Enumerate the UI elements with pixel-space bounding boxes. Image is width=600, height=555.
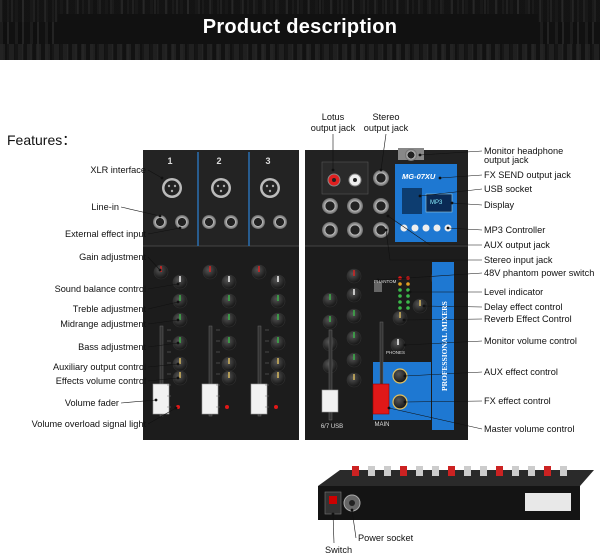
phones-label: PHONES	[386, 350, 406, 355]
rear-view-mixer	[318, 466, 594, 520]
left-channel-strips	[152, 178, 287, 417]
display-text: MP3	[430, 200, 443, 206]
callout-monitor-headphone-1: Monitor headphone	[484, 146, 564, 156]
main-fader-label: MAIN	[374, 422, 390, 428]
callout-delay-effect: Delay effect control	[484, 302, 563, 312]
callout-power-socket: Power socket	[358, 533, 414, 543]
page-title: Product description	[202, 16, 398, 38]
callout-monitor-headphone-2: output jack	[484, 155, 529, 165]
callout-volume-fader: Volume fader	[64, 398, 119, 408]
features-heading: Features：	[7, 132, 77, 148]
fader-knob[interactable]	[250, 383, 268, 415]
callout-treble: Treble adjustment	[72, 304, 146, 314]
callout-switch: Switch	[325, 545, 353, 555]
line-jack[interactable]	[202, 215, 216, 229]
ins-jack[interactable]	[175, 215, 189, 229]
header-banner: Product description	[0, 0, 600, 60]
callout-48v-phantom: 48V phantom power switch	[484, 268, 595, 278]
channel-number-2: 2	[216, 156, 222, 166]
callout-display: Display	[484, 200, 515, 210]
callout-master-volume: Master volume control	[484, 424, 575, 434]
callout-effects-volume: Effects volume control	[55, 376, 146, 386]
callout-sound-balance: Sound balance control	[54, 284, 146, 294]
level-indicator-leds	[398, 276, 410, 310]
channel-number-1: 1	[167, 156, 173, 166]
callout-stereo-input: Stereo input jack	[484, 255, 553, 265]
ins-jack[interactable]	[224, 215, 238, 229]
callout-fx-effect: FX effect control	[484, 396, 551, 406]
fader-knob[interactable]	[201, 383, 219, 415]
vertical-brand-text: PROFESSIONAL MIXERS	[440, 301, 449, 391]
callout-aux-effect: AUX effect control	[484, 367, 558, 377]
callout-bass: Bass adjustment	[78, 342, 146, 352]
callout-mp3-controller: MP3 Controller	[484, 225, 546, 235]
callout-midrange: Midrange adjustment	[60, 319, 146, 329]
callout-lotus-1: Lotus	[321, 112, 345, 122]
line-jack[interactable]	[251, 215, 265, 229]
line-jack[interactable]	[153, 215, 167, 229]
channel-fader-knob[interactable]	[321, 389, 339, 413]
right-knobs	[322, 268, 446, 388]
callout-monitor-volume: Monitor volume control	[484, 336, 577, 346]
callout-lotus-2: output jack	[310, 123, 356, 133]
banner-texture-bottom	[0, 44, 600, 60]
callout-aux-output: Auxiliary output control	[53, 362, 146, 372]
model-label: MG-07XU	[402, 172, 436, 181]
callout-external-effect-input: External effect input	[64, 229, 146, 239]
callout-gain-adjustment: Gain adjustment	[79, 252, 146, 262]
callout-xlr-interface: XLR interface	[90, 165, 146, 175]
callout-stereo-1: Stereo	[372, 112, 400, 122]
callout-fx-send: FX SEND output jack	[484, 170, 571, 180]
fader-knob[interactable]	[152, 383, 170, 415]
callout-line-in: Line-in	[91, 202, 119, 212]
ins-jack[interactable]	[273, 215, 287, 229]
channel-number-3: 3	[265, 156, 271, 166]
callout-usb-socket: USB socket	[484, 184, 532, 194]
usb-channel-label: 6/7 USB	[320, 424, 344, 430]
callout-aux-output-jack: AUX output jack	[484, 240, 550, 250]
right-mixer-panel	[305, 148, 468, 440]
callout-reverb-effect: Reverb Effect Control	[484, 314, 572, 324]
callout-overload-light: Volume overload signal light	[31, 419, 146, 429]
banner-title-box	[58, 14, 538, 44]
callout-level-indicator: Level indicator	[484, 287, 544, 297]
callout-stereo-2: output jack	[363, 123, 409, 133]
phantom-label: PHANTOM	[374, 279, 397, 284]
main-fader-knob[interactable]	[372, 383, 390, 415]
